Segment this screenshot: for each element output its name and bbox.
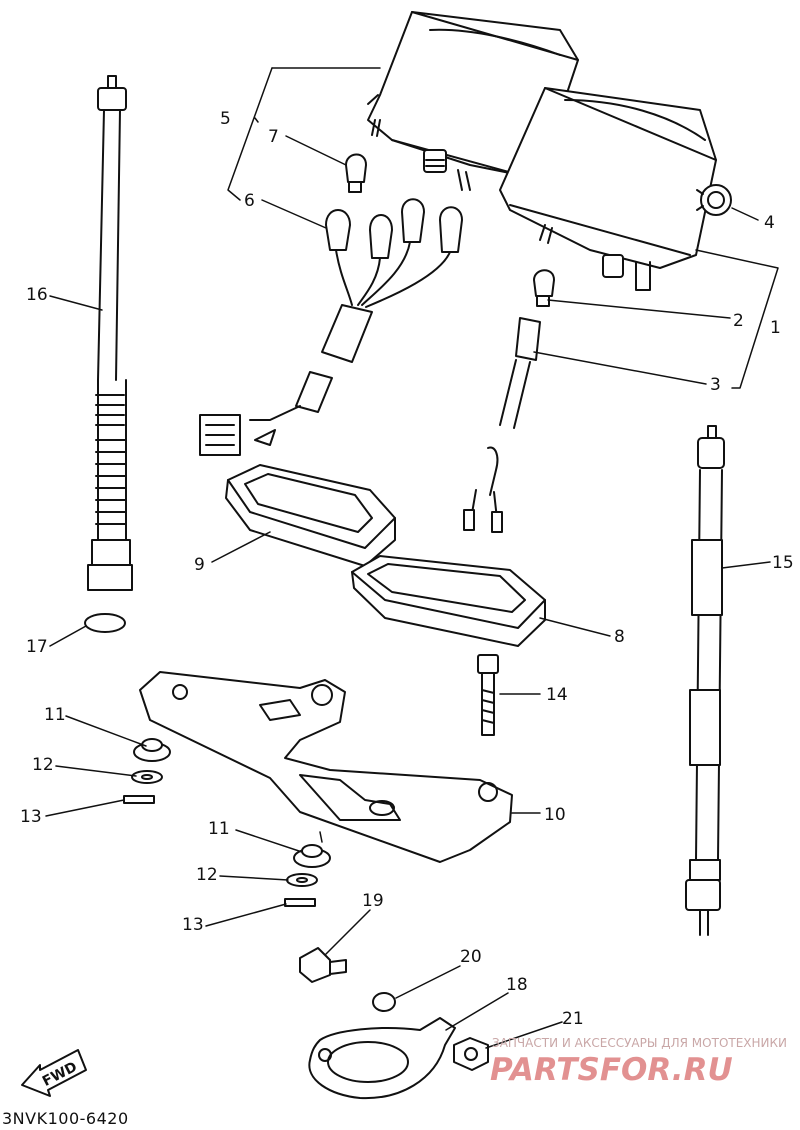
tachometer-assembly <box>499 87 717 291</box>
nut-13-lower <box>284 898 316 907</box>
nut-21 <box>453 1037 489 1071</box>
bolt-19 <box>299 947 347 983</box>
label-16: 16 <box>26 285 48 305</box>
label-20: 20 <box>460 947 482 967</box>
nut-13-upper <box>123 795 155 804</box>
label-8: 8 <box>614 627 625 647</box>
bulb-7 <box>345 153 367 193</box>
tachometer-cable-15 <box>685 425 725 936</box>
bulb-2 <box>533 269 555 307</box>
label-3: 3 <box>710 375 721 395</box>
bolt-14 <box>477 654 499 736</box>
watermark-caption: ЗАПЧАСТИ И АКСЕССУАРЫ ДЛЯ МОТОТЕХНИКИ <box>492 1036 787 1050</box>
label-19: 19 <box>362 891 384 911</box>
damper-9 <box>225 464 396 567</box>
label-12-lower: 12 <box>196 865 218 885</box>
label-14: 14 <box>546 685 568 705</box>
label-5: 5 <box>220 109 231 129</box>
socket-cord-3 <box>463 317 541 533</box>
label-15: 15 <box>772 553 794 573</box>
label-10: 10 <box>544 805 566 825</box>
label-12-upper: 12 <box>32 755 54 775</box>
label-7: 7 <box>268 127 279 147</box>
meter-bracket-10 <box>139 671 513 863</box>
grommet-11-lower <box>293 844 331 868</box>
leader-lines <box>45 67 779 1049</box>
label-11-upper: 11 <box>44 705 66 725</box>
label-2: 2 <box>733 311 744 331</box>
label-6: 6 <box>244 191 255 211</box>
o-ring-17 <box>84 613 126 633</box>
damper-8 <box>351 555 546 647</box>
grommet-11-upper <box>133 738 171 762</box>
label-13-lower: 13 <box>182 915 204 935</box>
fwd-arrow-icon <box>21 1049 87 1097</box>
clamp-18 <box>308 1017 456 1100</box>
label-11-lower: 11 <box>208 819 230 839</box>
label-17: 17 <box>26 637 48 657</box>
speedometer-cable-16 <box>87 75 133 591</box>
label-1: 1 <box>770 318 781 338</box>
label-13-upper: 13 <box>20 807 42 827</box>
label-9: 9 <box>194 555 205 575</box>
label-21: 21 <box>562 1009 584 1029</box>
label-18: 18 <box>506 975 528 995</box>
drawing-code: 3NVK100-6420 <box>2 1109 129 1128</box>
washer-12-lower <box>286 873 318 887</box>
reset-knob <box>696 184 732 216</box>
label-4: 4 <box>764 213 775 233</box>
washer-12-upper <box>131 770 163 784</box>
socket-harness-6 <box>199 198 463 456</box>
watermark-brand: PARTSFOR.RU <box>490 1052 733 1088</box>
collar-20 <box>372 992 396 1012</box>
